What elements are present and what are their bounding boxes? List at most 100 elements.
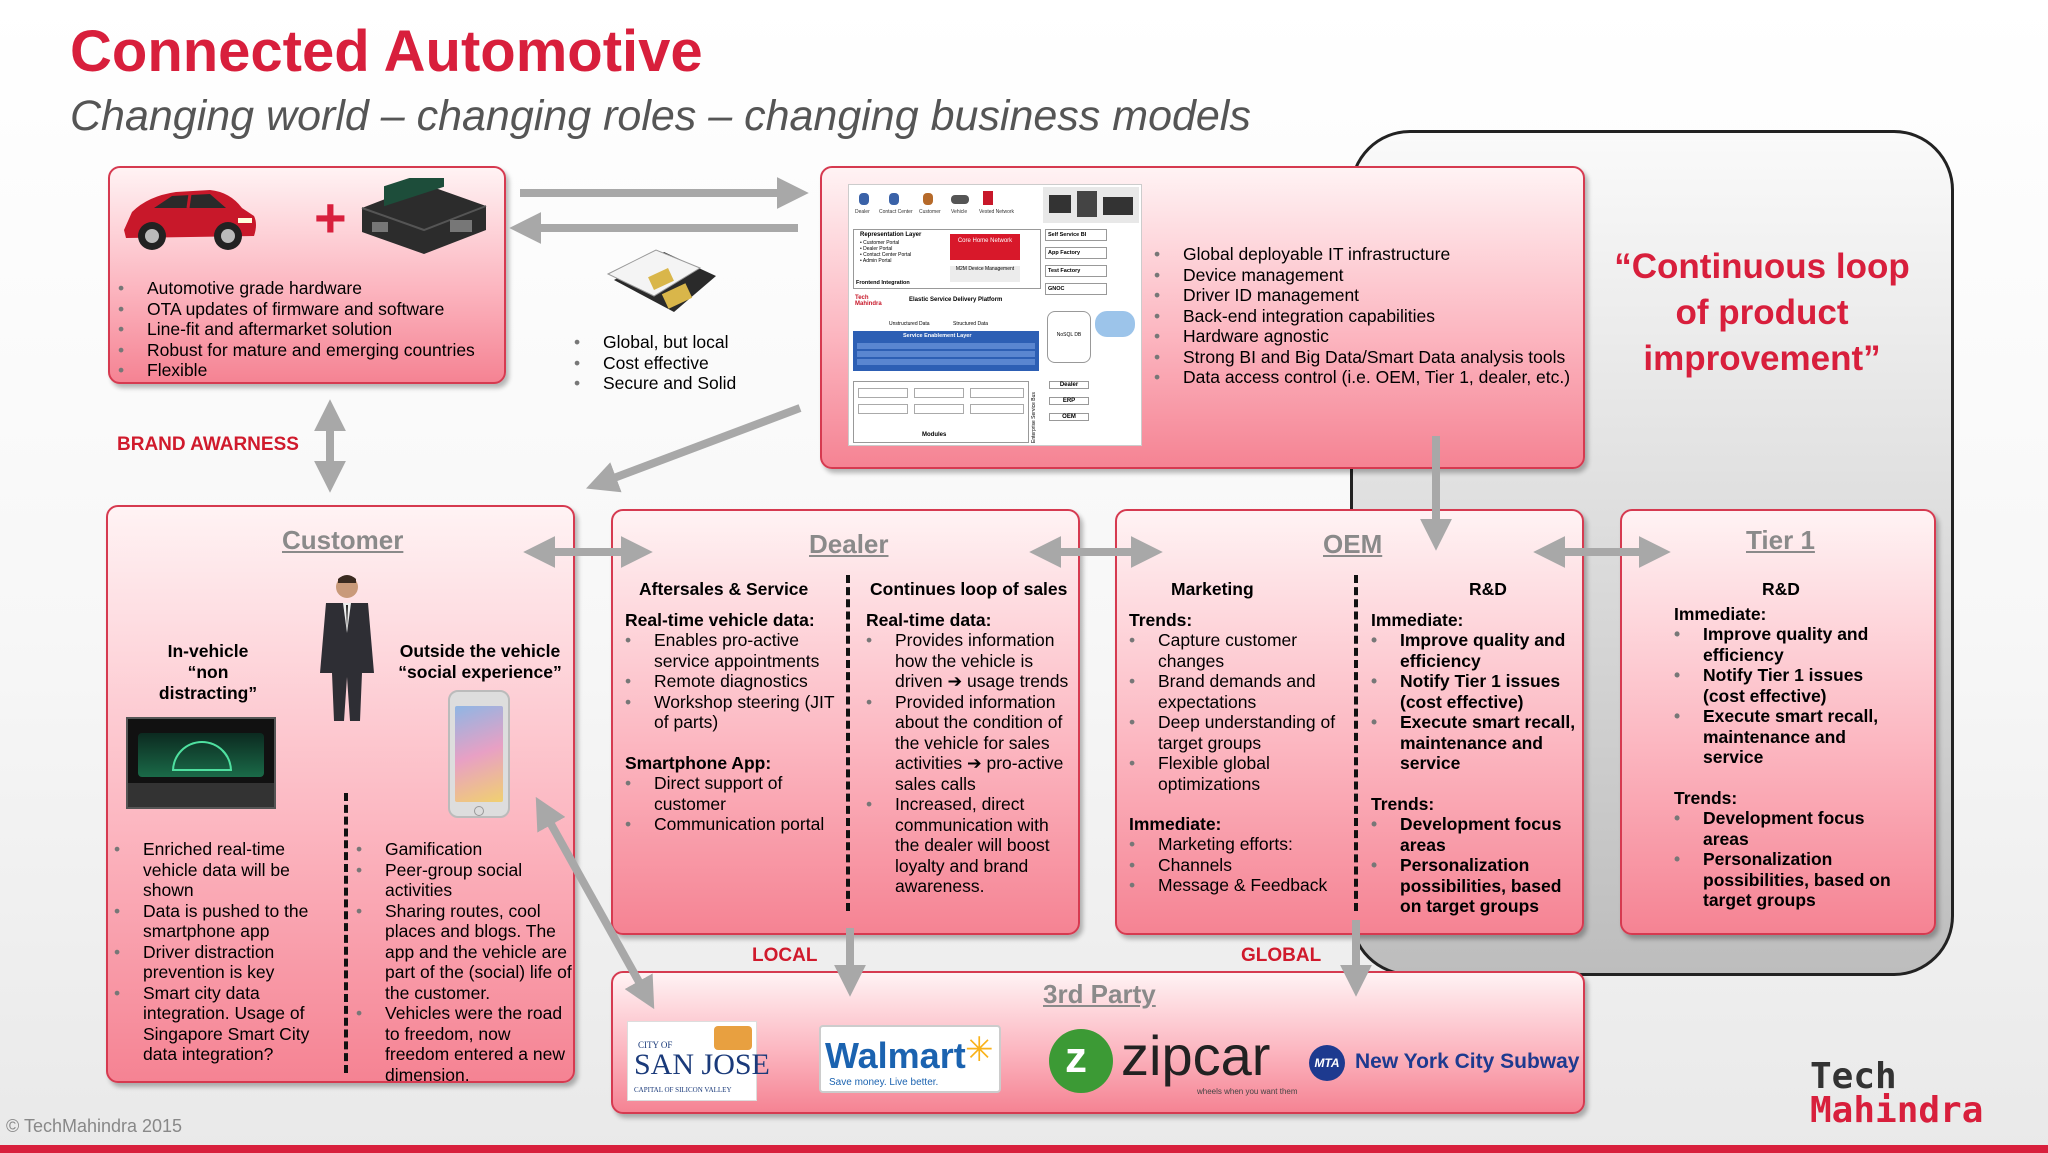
oem-divider: [1354, 575, 1358, 911]
dashboard-display-image: [126, 717, 276, 809]
list-item: Sharing routes, cool places and blogs. T…: [356, 901, 574, 1004]
marketing-immediate-bullets: Marketing efforts: Channels Message & Fe…: [1129, 834, 1349, 896]
customer-box: Customer In-vehicle “non distracting” Ou…: [106, 505, 575, 1085]
sim-card-image: [606, 249, 716, 312]
marketing-heading: Marketing: [1171, 579, 1254, 599]
integration-targets: Dealer ERP OEM: [1049, 381, 1089, 421]
mta-logo: MTA: [1309, 1045, 1345, 1081]
sales-loop-bullets: Provides information how the vehicle is …: [866, 630, 1076, 897]
smartphone-image: [448, 690, 510, 818]
list-item: Line-fit and aftermarket solution: [118, 319, 498, 340]
modules-block: Modules: [853, 381, 1029, 443]
page-title: Connected Automotive: [70, 19, 703, 84]
platform-box: Dealer Contact Center Customer Vehicle V…: [820, 166, 1585, 469]
list-item: Communication portal: [625, 814, 839, 835]
list-item: Enriched real-time vehicle data will be …: [114, 839, 332, 901]
dealer-box: Dealer Aftersales & Service Continues lo…: [611, 509, 1080, 935]
list-item: Cost effective: [574, 353, 774, 374]
tier1-trends-bullets: Development focus areas Personalization …: [1674, 808, 1904, 911]
list-item: Data access control (i.e. OEM, Tier 1, d…: [1154, 367, 1584, 388]
oem-rd-heading: R&D: [1469, 579, 1507, 599]
plus-icon: +: [314, 186, 347, 249]
list-item: Data is pushed to the smartphone app: [114, 901, 332, 942]
businessman-image: [320, 575, 374, 721]
smartphone-app-bullets: Direct support of customer Communication…: [625, 773, 839, 835]
walmart-spark-icon: ✳: [965, 1031, 994, 1069]
list-item: Execute smart recall, maintenance and se…: [1674, 706, 1904, 768]
list-item: Personalization possibilities, based on …: [1674, 849, 1904, 911]
customer-heading: Customer: [282, 525, 404, 555]
list-item: Peer-group social activities: [356, 860, 574, 901]
list-item: Message & Feedback: [1129, 875, 1349, 896]
san-jose-logo: CITY OF SAN JOSE CAPITAL OF SILICON VALL…: [627, 1021, 770, 1101]
actor-icons: Dealer Contact Center Customer Vehicle V…: [853, 187, 1053, 223]
list-item: Development focus areas: [1674, 808, 1904, 849]
third-party-heading: 3rd Party: [1043, 979, 1156, 1009]
marketing-trends-bullets: Capture customer changes Brand demands a…: [1129, 630, 1349, 794]
aftersales-heading: Aftersales & Service: [639, 579, 809, 599]
list-item: Smart city data integration. Usage of Si…: [114, 983, 332, 1065]
oem-heading: OEM: [1323, 529, 1383, 559]
hardware-bullets: Automotive grade hardware OTA updates of…: [118, 278, 498, 381]
list-item: Flexible: [118, 360, 498, 381]
oem-box: OEM Marketing R&D Trends: Capture custom…: [1115, 509, 1584, 935]
list-item: Enables pro-active service appointments: [625, 630, 839, 671]
list-item: Strong BI and Big Data/Smart Data analys…: [1154, 347, 1584, 368]
list-item: Back-end integration capabilities: [1154, 306, 1584, 327]
service-enablement-layer: Service Enablement Layer: [853, 331, 1039, 371]
list-item: Direct support of customer: [625, 773, 839, 814]
list-item: Marketing efforts:: [1129, 834, 1349, 855]
brand-awareness-label: BRAND AWARNESS: [117, 434, 299, 455]
list-item: Global deployable IT infrastructure: [1154, 244, 1584, 265]
arrow-platform-to-customer: [586, 404, 802, 493]
tech-mahindra-logo: Tech Mahindra: [1810, 1056, 1984, 1131]
in-vehicle-label: In-vehicle “non distracting”: [158, 641, 258, 703]
tier1-box: Tier 1 R&D Immediate: Improve quality an…: [1620, 509, 1936, 935]
list-item: Provides information how the vehicle is …: [866, 630, 1076, 692]
global-label: GLOBAL: [1241, 945, 1322, 966]
in-vehicle-bullets: Enriched real-time vehicle data will be …: [114, 839, 332, 1065]
telematics-device-image: [361, 178, 487, 254]
list-item: Provided information about the condition…: [866, 692, 1076, 795]
list-item: Deep understanding of target groups: [1129, 712, 1349, 753]
list-item: Notify Tier 1 issues (cost effective): [1674, 665, 1904, 706]
outside-vehicle-label: Outside the vehicle “social experience”: [398, 641, 562, 682]
list-item: Driver ID management: [1154, 285, 1584, 306]
zipcar-z-icon: z: [1049, 1029, 1113, 1093]
list-item: Development focus areas: [1371, 814, 1581, 855]
list-item: Device management: [1154, 265, 1584, 286]
platform-bullets: Global deployable IT infrastructure Devi…: [1154, 244, 1584, 388]
list-item: Vehicles were the road to freedom, now f…: [356, 1003, 574, 1085]
list-item: Driver distraction prevention is key: [114, 942, 332, 983]
red-car-image: [124, 190, 256, 250]
list-item: Brand demands and expectations: [1129, 671, 1349, 712]
continuous-loop-quote: “Continuous loop of product improvement”: [1614, 247, 1910, 378]
customer-divider: [344, 793, 348, 1073]
page-subtitle: Changing world – changing roles – changi…: [70, 92, 1251, 140]
oem-rd-trends-bullets: Development focus areas Personalization …: [1371, 814, 1581, 917]
list-item: Improve quality and efficiency: [1674, 624, 1904, 665]
list-item: Improve quality and efficiency: [1371, 630, 1581, 671]
list-item: Robust for mature and emerging countries: [118, 340, 498, 361]
zipcar-wordmark: zipcar: [1121, 1024, 1271, 1087]
list-item: Personalization possibilities, based on …: [1371, 855, 1581, 917]
walmart-logo: Walmart Save money. Live better. ✳: [819, 1025, 1001, 1093]
list-item: Flexible global optimizations: [1129, 753, 1349, 794]
list-item: Channels: [1129, 855, 1349, 876]
sales-loop-heading: Continues loop of sales: [870, 579, 1068, 599]
platform-architecture-diagram: Dealer Contact Center Customer Vehicle V…: [848, 184, 1142, 446]
hardware-box: + Automotive grade hardware OTA updates …: [108, 166, 506, 384]
list-item: Gamification: [356, 839, 574, 860]
third-party-box: 3rd Party CITY OF SAN JOSE CAPITAL OF SI…: [611, 971, 1585, 1114]
copyright: © TechMahindra 2015: [6, 1116, 183, 1136]
representation-layer: Representation Layer • Customer Portal •…: [853, 229, 1041, 289]
list-item: Execute smart recall, maintenance and se…: [1371, 712, 1581, 774]
list-item: Global, but local: [574, 332, 774, 353]
list-item: Increased, direct communication with the…: [866, 794, 1076, 897]
list-item: Remote diagnostics: [625, 671, 839, 692]
devices-image: [1043, 187, 1139, 223]
tier1-heading: Tier 1: [1746, 525, 1815, 555]
tier1-immediate-bullets: Improve quality and efficiency Notify Ti…: [1674, 624, 1904, 768]
side-services: Self Service BI App Factory Test Factory…: [1045, 229, 1107, 295]
bottom-accent-bar: [0, 1145, 2048, 1153]
